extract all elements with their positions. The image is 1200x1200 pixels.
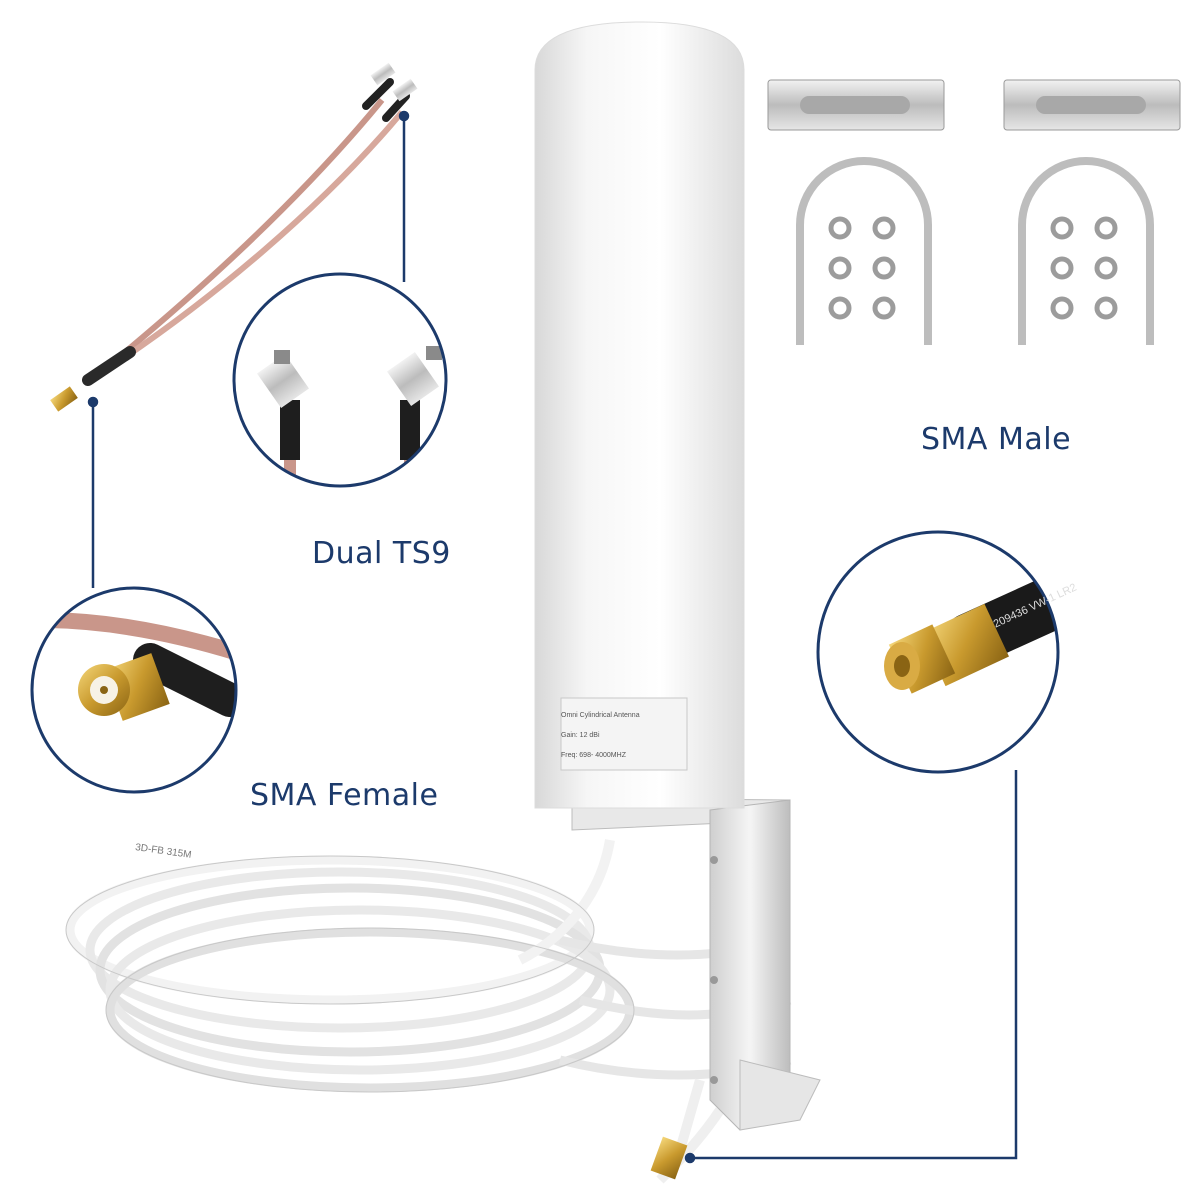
callout-line-right	[684, 770, 1018, 1164]
antenna-body	[534, 21, 745, 809]
dual-ts9-zoom	[232, 272, 448, 488]
sma-female-label: SMA Female	[250, 778, 439, 813]
mounting-hardware	[767, 79, 1181, 345]
cable-edge-lines	[65, 855, 635, 1093]
antenna-label-line2: Gain: 12 dBi	[561, 732, 600, 739]
cable-end-sma-male	[650, 1078, 705, 1180]
ts9-pigtail-cable	[50, 62, 418, 412]
sma-male-zoom	[816, 530, 1060, 774]
callout-lines-left	[87, 110, 410, 588]
antenna-label-line1: Omni Cylindrical Antenna	[561, 712, 640, 719]
sma-male-label: SMA Male	[921, 422, 1072, 457]
antenna-spec-label: Omni Cylindrical Antenna Gain: 12 dBi Fr…	[561, 706, 679, 766]
sma-female-zoom	[30, 586, 238, 794]
dual-ts9-label: Dual TS9	[312, 536, 451, 571]
antenna-label-line3: Freq: 698- 4000MHZ	[561, 752, 626, 759]
